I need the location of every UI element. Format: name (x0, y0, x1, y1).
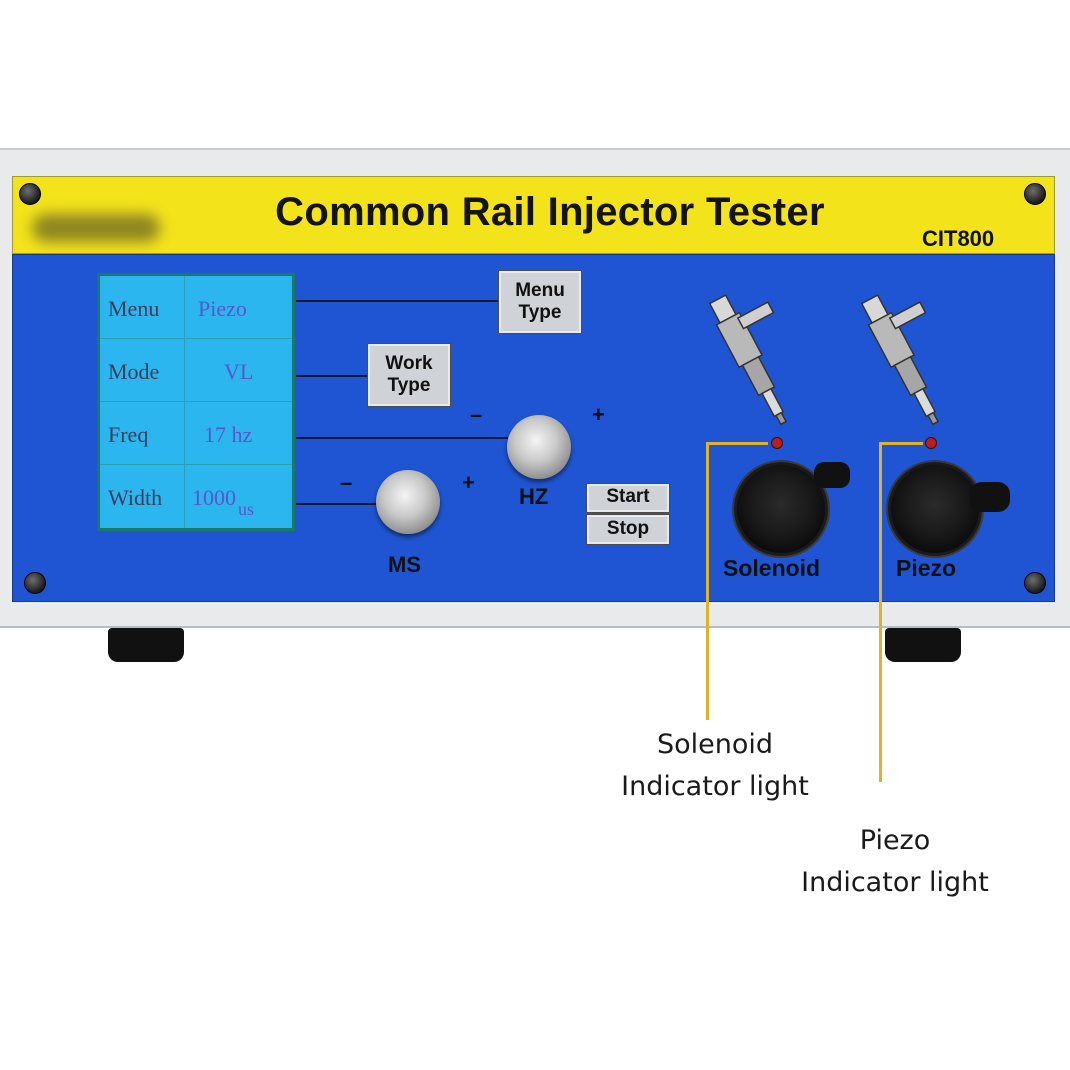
piezo-connector-label: Piezo (896, 555, 957, 581)
ms-knob[interactable] (376, 470, 440, 534)
device-title: Common Rail Injector Tester (275, 190, 825, 234)
screw-top-left-icon (19, 183, 41, 205)
header-strip (12, 176, 1055, 254)
piezo-connector[interactable] (888, 462, 982, 556)
start-button-label: Start (606, 486, 650, 507)
solenoid-indicator-caption: Solenoid Indicator light (560, 724, 870, 808)
piezo-caption-line-2: Indicator light (801, 867, 989, 898)
solenoid-connector-tab (814, 462, 850, 488)
device-foot-left (108, 628, 184, 662)
lcd-row-freq: Freq 17 hz (100, 402, 292, 465)
screw-bottom-left-icon (24, 572, 46, 594)
hz-knob-label: HZ (519, 484, 549, 509)
lcd-label: Menu (108, 296, 160, 321)
lcd-label: Freq (108, 422, 149, 447)
lcd-row-mode: Mode VL (100, 339, 292, 402)
solenoid-callout-top (706, 442, 768, 445)
solenoid-caption-line-2: Indicator light (621, 771, 809, 802)
lcd-column-divider (184, 276, 185, 528)
lcd-unit: us (238, 499, 255, 519)
ms-minus-sign: – (340, 470, 353, 495)
ms-plus-sign: + (462, 470, 475, 495)
lcd-value: Piezo (198, 296, 247, 321)
lcd-row-menu: Menu Piezo (100, 276, 292, 339)
start-button[interactable]: Start (586, 483, 670, 513)
model-label: CIT800 (922, 226, 995, 251)
lead-line-mode (296, 375, 368, 377)
solenoid-connector-label: Solenoid (723, 555, 821, 581)
stop-button[interactable]: Stop (586, 514, 670, 545)
piezo-injector-icon (860, 294, 940, 426)
lcd-label: Mode (108, 359, 160, 384)
menu-type-button-label-1: Menu (515, 280, 565, 301)
blurred-brand-logo (32, 214, 160, 242)
piezo-caption-line-1: Piezo (859, 825, 931, 856)
stop-button-label: Stop (606, 518, 650, 539)
screw-bottom-right-icon (1024, 572, 1046, 594)
lcd-value: VL (224, 359, 254, 384)
hz-plus-sign: + (592, 402, 605, 427)
work-type-button-label-2: Type (387, 375, 431, 396)
hz-knob[interactable] (507, 415, 571, 479)
menu-type-button-label-2: Type (518, 302, 562, 323)
lcd-screen: Menu Piezo Mode VL Freq 17 hz Width 1000… (97, 273, 295, 531)
piezo-indicator-light (925, 437, 937, 449)
lcd-value: 17 hz (204, 422, 253, 447)
work-type-button-label-1: Work (385, 353, 433, 374)
menu-type-button[interactable]: Menu Type (498, 270, 582, 334)
solenoid-injector-icon (708, 294, 788, 426)
hz-minus-sign: – (470, 402, 483, 427)
piezo-callout-top (879, 442, 923, 445)
lead-line-menu (296, 300, 498, 302)
lcd-label: Width (108, 485, 163, 510)
lead-line-freq (296, 437, 508, 439)
solenoid-caption-line-1: Solenoid (656, 729, 774, 760)
ms-knob-label: MS (388, 552, 421, 577)
lead-line-width (296, 503, 378, 505)
piezo-indicator-caption: Piezo Indicator light (740, 820, 1050, 904)
screw-top-right-icon (1024, 183, 1046, 205)
solenoid-connector[interactable] (734, 462, 828, 556)
work-type-button[interactable]: Work Type (367, 343, 451, 407)
solenoid-callout-line (706, 442, 709, 720)
piezo-connector-tab (970, 482, 1010, 512)
piezo-callout-line (879, 442, 882, 782)
device-foot-right (885, 628, 961, 662)
solenoid-indicator-light (771, 437, 783, 449)
